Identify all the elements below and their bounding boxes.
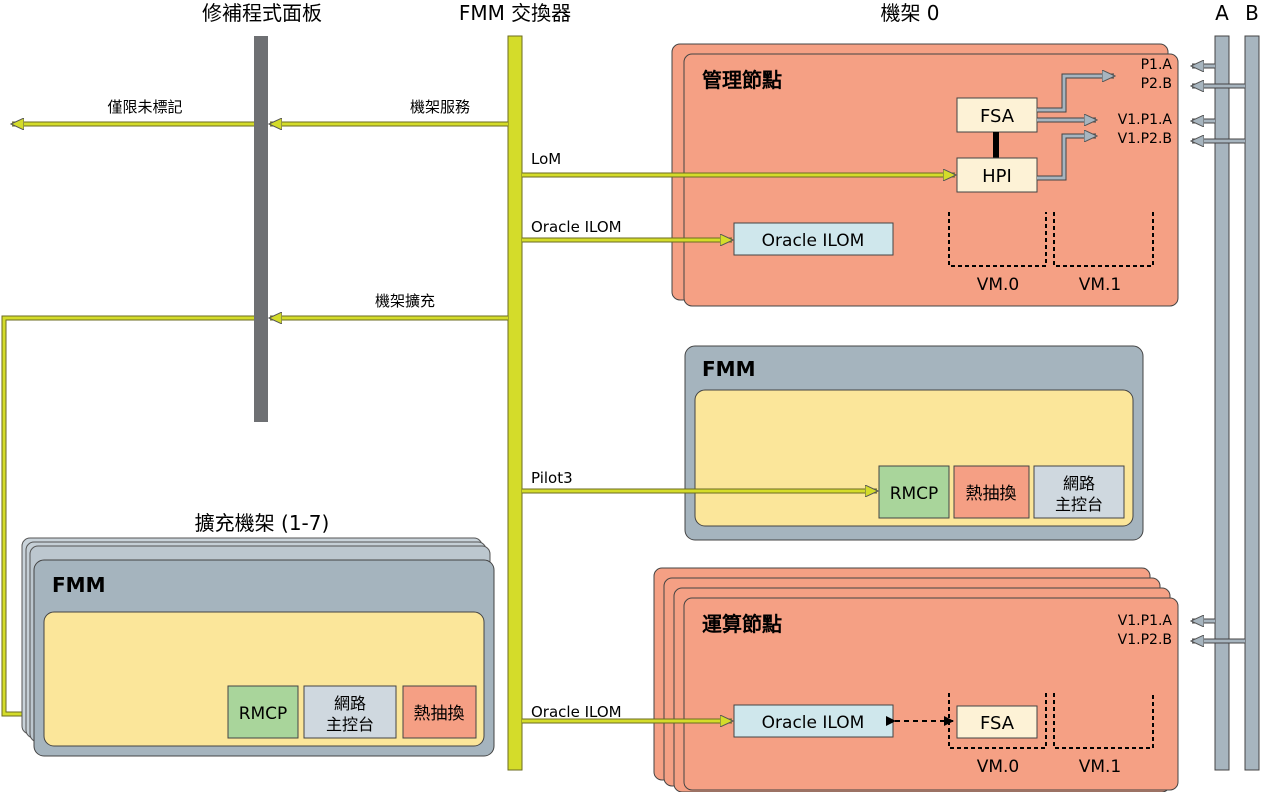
patch-panel-bar: [254, 36, 268, 422]
port-v1p1a-label: V1.P1.A: [1118, 112, 1173, 128]
expansion-header: 擴充機架 (1-7): [195, 511, 330, 535]
compute-node-title: 運算節點: [702, 612, 782, 636]
compute-vm1-label: VM.1: [1079, 757, 1122, 777]
fmm-rmcp-box: [878, 465, 950, 519]
fmm-hotswap-box: [953, 465, 1030, 519]
chassis-expansion-label: 機架擴充: [375, 292, 435, 310]
expansion-netcon-line1: 網路: [334, 694, 366, 713]
expansion-hotswap-box: [402, 685, 477, 739]
mgmt-fsa-box: [956, 97, 1038, 133]
pilot3-label: Pilot3: [531, 469, 573, 487]
expansion-hotswap-label: 熱抽換: [414, 704, 465, 724]
expansion-rmcp-label: RMCP: [239, 704, 288, 724]
fmm-title: FMM: [702, 357, 755, 381]
mgmt-ilom-label: Oracle ILOM: [762, 231, 865, 251]
fsa-p-arrow: [1037, 76, 1114, 112]
expansion-netcon-line2: 主控台: [326, 715, 374, 734]
chassis-service-label: 機架服務: [410, 98, 470, 116]
patch-panel-header: 修補程式面板: [202, 1, 322, 25]
fmm-hotswap-label: 熱抽換: [966, 484, 1017, 504]
fmm-netcon-line1: 網路: [1063, 474, 1095, 493]
untagged-only-label: 僅限未標記: [107, 98, 182, 116]
ilom1-label: Oracle ILOM: [531, 218, 622, 236]
mgmt-node-title: 管理節點: [702, 68, 782, 92]
port-v1p2b-label: V1.P2.B: [1118, 131, 1172, 147]
mgmt-fsa-label: FSA: [980, 106, 1015, 127]
mgmt-ilom-box: [733, 222, 894, 256]
expansion-netcon-box: [303, 685, 397, 739]
bus-a-header: A: [1215, 1, 1229, 25]
compute-fsa-label: FSA: [980, 713, 1015, 734]
fmm-netcon-box: [1033, 465, 1125, 519]
expansion-rmcp-box: [227, 685, 299, 739]
compute-port-v1p2b-label: V1.P2.B: [1118, 632, 1172, 648]
hpi-v-arrow: [1037, 136, 1096, 180]
mgmt-vm1-label: VM.1: [1079, 275, 1122, 295]
bus-a-bar: [1214, 35, 1230, 771]
expansion-fmm-title: FMM: [52, 573, 105, 597]
fmm-rmcp-label: RMCP: [890, 484, 939, 504]
mgmt-hpi-label: HPI: [982, 166, 1012, 187]
fmm-switch-bar: [507, 35, 523, 771]
compute-ilom-box: [733, 704, 894, 738]
fsa-hpi-connector: [993, 132, 999, 158]
bus-b-header: B: [1245, 1, 1259, 25]
compute-ilom-label: Oracle ILOM: [762, 713, 865, 733]
compute-port-v1p1a-label: V1.P1.A: [1118, 613, 1173, 629]
mgmt-hpi-box: [956, 157, 1038, 193]
bus-b-bar: [1244, 35, 1260, 771]
compute-vm0-label: VM.0: [977, 757, 1020, 777]
mgmt-vm0-bracket: [948, 212, 1047, 267]
port-p1a-label: P1.A: [1141, 57, 1173, 73]
lom-label: LoM: [531, 150, 561, 168]
chassis0-header: 機架 0: [880, 1, 939, 25]
fmm-switch-header: FMM 交換器: [459, 1, 571, 25]
port-p2b-label: P2.B: [1141, 76, 1172, 92]
ilom2-label: Oracle ILOM: [531, 703, 622, 721]
mgmt-vm0-label: VM.0: [977, 275, 1020, 295]
compute-fsa-box: [956, 705, 1038, 739]
fmm-netcon-line2: 主控台: [1055, 495, 1103, 514]
